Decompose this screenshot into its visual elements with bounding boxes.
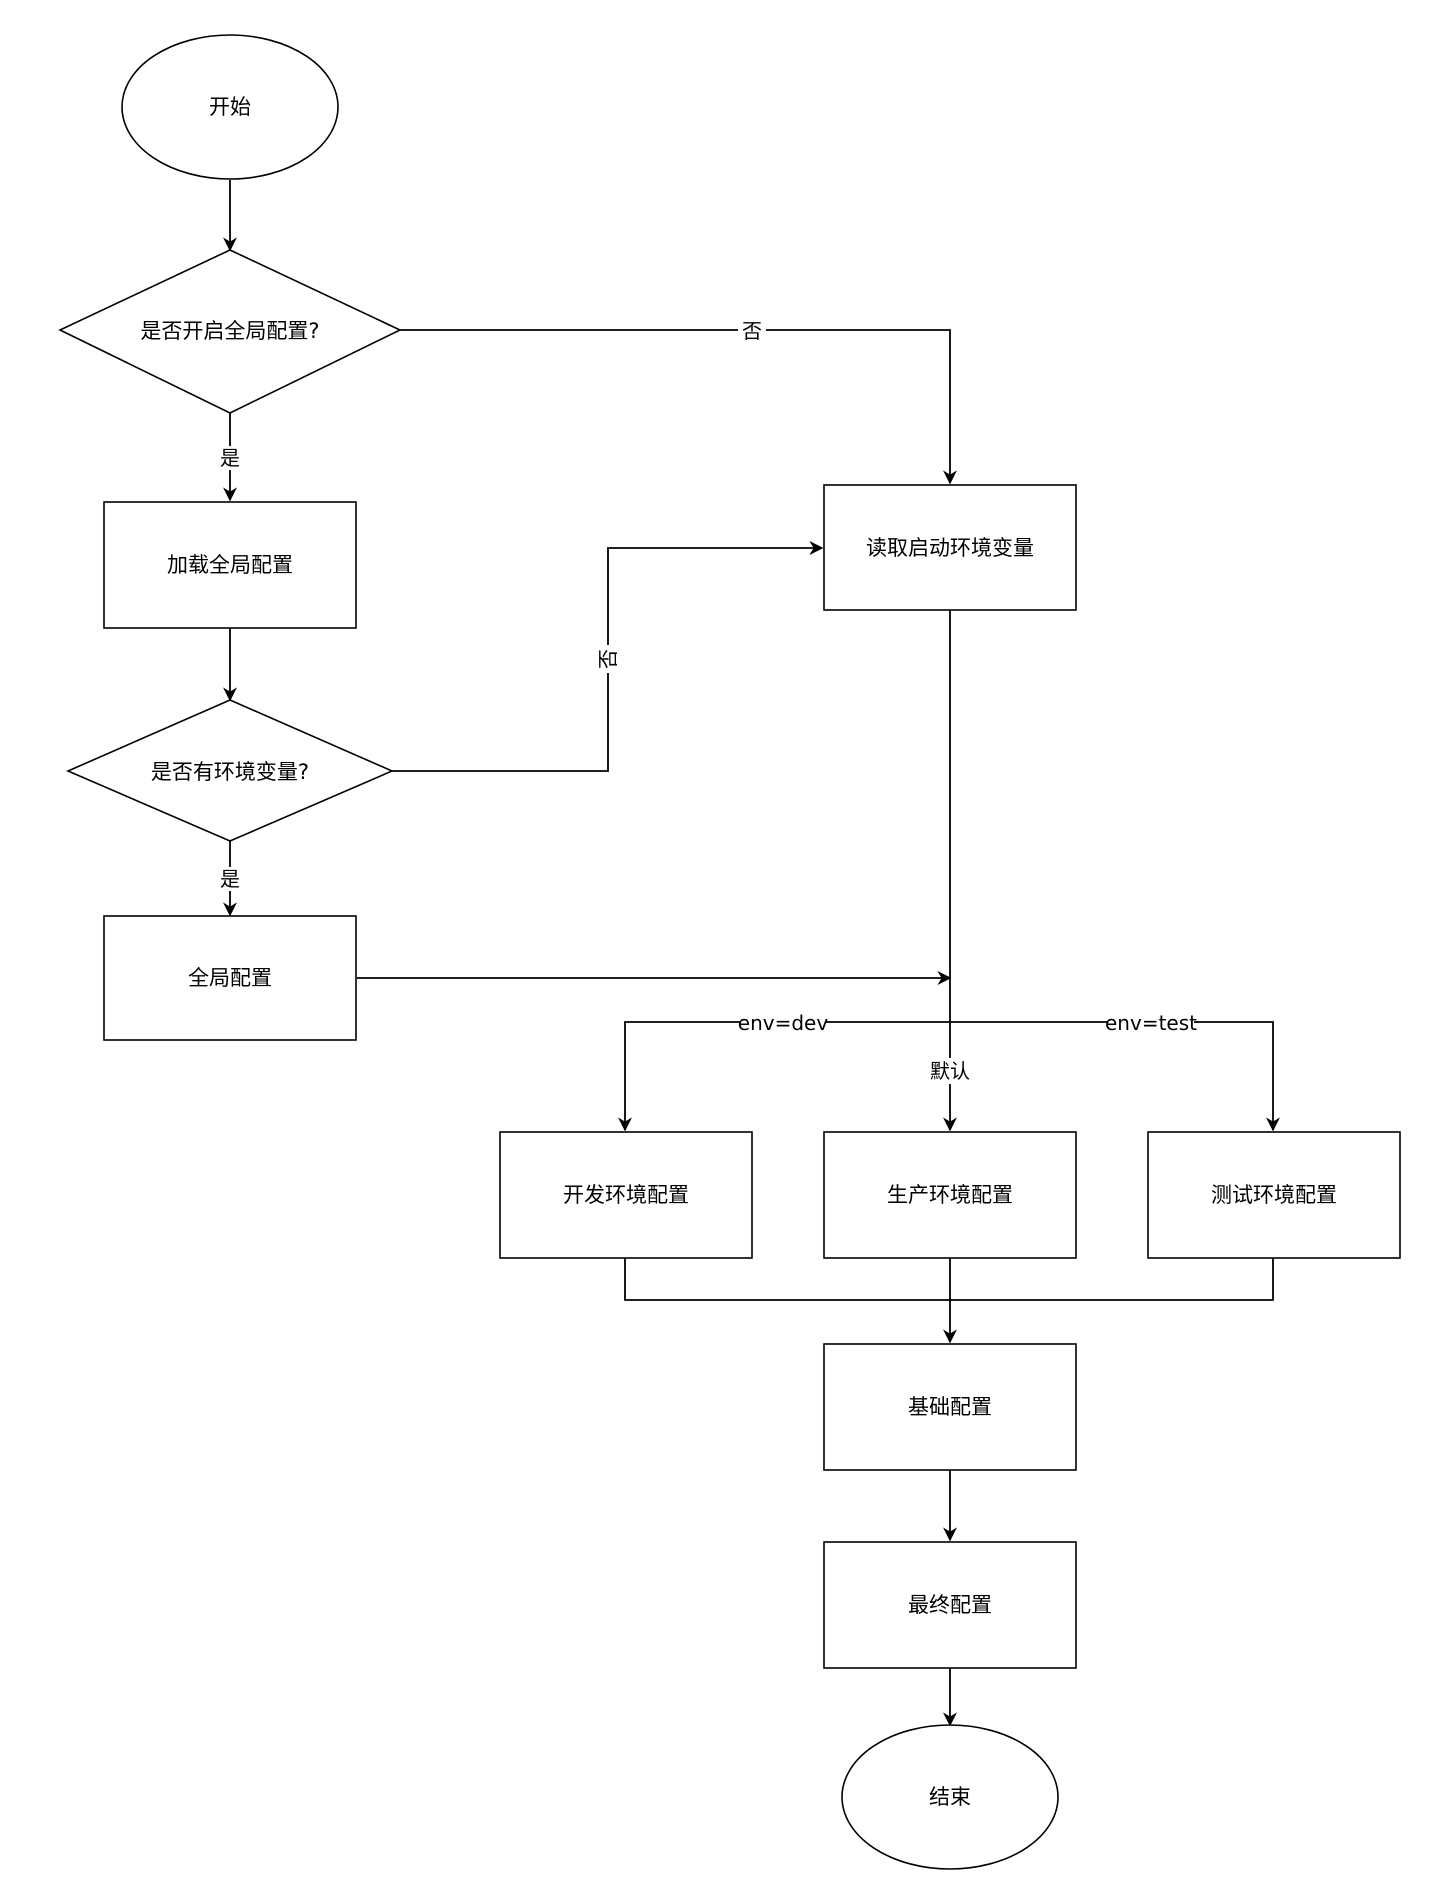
node-prod-config-label: 生产环境配置 (887, 1183, 1013, 1207)
nodes: 开始 是否开启全局配置? 加载全局配置 是否有环境变量? 全局配置 读取启动环境… (58, 34, 1401, 1870)
node-has-env-label: 是否有环境变量? (151, 760, 309, 784)
edge-label-env-yes: 是 (220, 867, 240, 891)
edge-label-test: env=test (1105, 1011, 1197, 1035)
edge-label-test-group: env=test (1105, 1010, 1197, 1035)
node-base-config[interactable]: 基础配置 (823, 1343, 1077, 1471)
edge-label-env-yes-group: 是 (216, 867, 244, 891)
edge-label-env-no-group: 否 (596, 645, 620, 673)
node-test-config-label: 测试环境配置 (1211, 1183, 1337, 1207)
node-prod-config[interactable]: 生产环境配置 (823, 1131, 1077, 1259)
node-global-enabled-label: 是否开启全局配置? (140, 319, 319, 343)
node-end[interactable]: 结束 (841, 1724, 1059, 1870)
edge-dev-to-merge (624, 1258, 950, 1301)
node-read-env-label: 读取启动环境变量 (866, 536, 1034, 560)
node-global-config[interactable]: 全局配置 (103, 915, 357, 1041)
node-final-config-label: 最终配置 (908, 1593, 992, 1617)
node-read-env[interactable]: 读取启动环境变量 (823, 484, 1077, 611)
edge-label-global-no: 否 (742, 319, 762, 343)
node-global-config-label: 全局配置 (188, 966, 272, 990)
edge-labels: 否 是 否 是 env=dev 默认 env=test (216, 318, 1197, 1084)
node-dev-config-label: 开发环境配置 (563, 1183, 689, 1207)
node-has-env[interactable]: 是否有环境变量? (65, 699, 395, 842)
edge-label-dev: env=dev (738, 1011, 829, 1035)
node-end-label: 结束 (929, 1785, 971, 1809)
node-final-config[interactable]: 最终配置 (823, 1541, 1077, 1669)
edge-label-env-no: 否 (596, 649, 620, 669)
edge-label-default: 默认 (930, 1059, 970, 1083)
edge-global-no (400, 329, 957, 485)
node-start[interactable]: 开始 (121, 34, 339, 180)
node-global-enabled[interactable]: 是否开启全局配置? (58, 249, 402, 414)
node-load-global-label: 加载全局配置 (167, 553, 293, 577)
edge-label-global-no-group: 否 (738, 318, 766, 343)
node-test-config[interactable]: 测试环境配置 (1147, 1131, 1401, 1259)
edges (223, 180, 1280, 1727)
edge-branch-test (950, 1021, 1280, 1132)
node-load-global[interactable]: 加载全局配置 (103, 501, 357, 629)
edge-branch-dev (618, 1021, 950, 1132)
node-dev-config[interactable]: 开发环境配置 (499, 1131, 753, 1259)
edge-label-global-yes-group: 是 (216, 446, 244, 470)
node-base-config-label: 基础配置 (908, 1395, 992, 1419)
node-start-label: 开始 (209, 95, 251, 119)
edge-label-dev-group: env=dev (738, 1010, 829, 1035)
edge-label-default-group: 默认 (926, 1058, 974, 1084)
edge-label-global-yes: 是 (220, 446, 240, 470)
edge-test-to-merge (950, 1258, 1274, 1301)
